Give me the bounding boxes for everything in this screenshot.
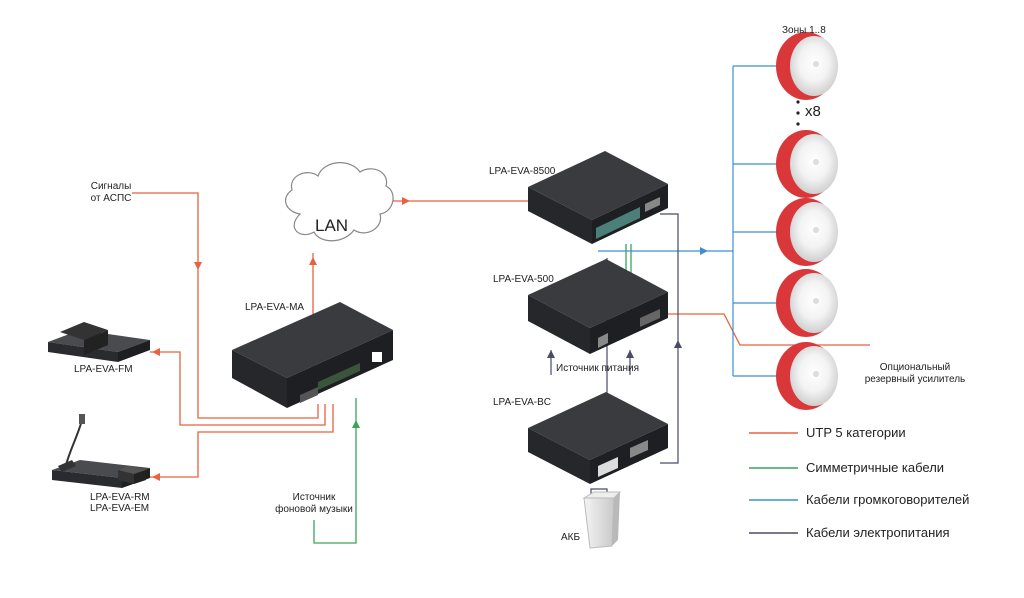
music-source-label: Источник фоновой музыки xyxy=(264,492,364,515)
ma-label: LPA-EVA-MA xyxy=(245,302,305,313)
utp-arrows xyxy=(152,197,410,481)
signals-label-line2: от АСПС xyxy=(90,192,132,204)
utp-fm-to-ma xyxy=(150,351,326,426)
bc-label: LPA-EVA-BC xyxy=(493,397,551,408)
speaker-zone-2 xyxy=(776,130,838,198)
legend-balanced: Симметричные кабели xyxy=(806,460,945,475)
speaker-cables xyxy=(598,65,782,377)
legend-power: Кабели электропитания xyxy=(806,525,950,540)
balanced-source-to-ma xyxy=(313,398,357,544)
device-ma xyxy=(232,302,393,408)
a8500-label: LPA-EVA-8500 xyxy=(489,166,556,177)
zones-label: Зоны 1..8 xyxy=(782,25,826,36)
speaker-ellipsis xyxy=(796,100,800,126)
rm-label: LPA-EVA-RM xyxy=(90,492,150,503)
device-fm xyxy=(48,322,150,362)
a500-label: LPA-EVA-500 xyxy=(493,274,554,285)
legend-speaker: Кабели громкоговорителей xyxy=(806,492,970,507)
device-akb xyxy=(582,491,622,549)
device-bc xyxy=(528,392,668,484)
utp-500-to-reserve xyxy=(660,313,870,346)
optional-amp-line2: резервный усилитель xyxy=(864,373,966,385)
speaker-zone-4 xyxy=(776,269,838,337)
balanced-arrow xyxy=(352,420,360,428)
lan-label: LAN xyxy=(315,216,349,235)
power-arrows xyxy=(547,340,682,358)
signals-label-line1: Сигналы xyxy=(90,181,132,192)
utp-aspc-to-ma xyxy=(132,192,319,419)
count-label: x8 xyxy=(805,103,821,120)
power-bc-to-8500 xyxy=(660,213,679,464)
device-500 xyxy=(528,259,668,354)
fm-label: LPA-EVA-FM xyxy=(74,364,133,375)
legend-swatches xyxy=(749,432,798,534)
speaker-zone-1 xyxy=(776,32,838,100)
music-source-line2: фоновой музыки xyxy=(275,503,353,515)
optional-amp-line1: Опциональный xyxy=(879,362,951,373)
speaker-zone-5 xyxy=(776,342,838,410)
device-em xyxy=(118,466,146,484)
speakers xyxy=(776,32,838,410)
speaker-arrow xyxy=(700,247,708,255)
speaker-zone-3 xyxy=(776,198,838,266)
lan-cloud xyxy=(284,162,394,242)
power-source-label: Источник питания xyxy=(556,363,640,374)
device-8500 xyxy=(528,151,668,244)
utp-rm-to-ma xyxy=(150,404,334,478)
akb-label: АКБ xyxy=(561,532,581,543)
em-label: LPA-EVA-EM xyxy=(90,503,150,514)
signals-label: Сигналы от АСПС xyxy=(86,181,136,204)
music-source-line1: Источник xyxy=(292,492,336,503)
optional-amp-label: Опциональный резервный усилитель xyxy=(860,362,970,385)
legend-utp: UTP 5 категории xyxy=(806,425,906,440)
utp-cables xyxy=(132,192,870,478)
